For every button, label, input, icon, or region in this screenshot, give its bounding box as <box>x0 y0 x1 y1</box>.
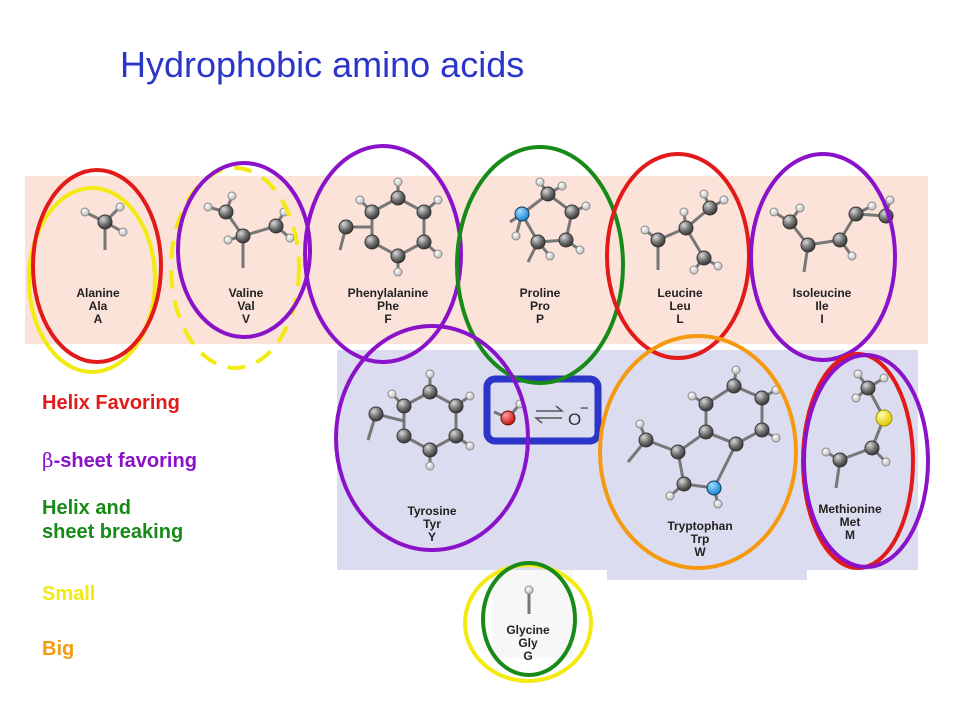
isoleucine-one: I <box>820 312 823 326</box>
proline-name: Proline <box>520 286 561 300</box>
tyrosine-three: Tyr <box>423 517 441 531</box>
equilibrium-arrows-icon <box>533 405 565 424</box>
tryptophan-panel-extension <box>607 565 807 580</box>
legend-breaking-line1: Helix and <box>42 497 131 519</box>
methionine-beta-ellipse <box>802 353 930 569</box>
alanine-three: Ala <box>89 299 108 313</box>
valine-beta-ellipse <box>176 161 312 339</box>
leucine-one: L <box>676 312 683 326</box>
glycine-three: Gly <box>518 636 538 650</box>
proline-breaking-ellipse <box>455 145 625 385</box>
methionine-label: Methionine Met M <box>818 502 882 542</box>
glycine-panel <box>493 570 573 658</box>
tyrosine-one: Y <box>428 530 436 544</box>
tyrosine-molecule <box>366 369 475 471</box>
alanine-label: Alanine Ala A <box>76 286 120 326</box>
legend-helix-sheet-breaking: Helix and sheet breaking <box>42 496 183 544</box>
valine-small-dashed-ellipse <box>169 166 301 370</box>
tryptophan-three: Trp <box>691 532 710 546</box>
alanine-small-ellipse <box>27 186 157 374</box>
glycine-one: G <box>523 649 532 663</box>
proline-one: P <box>536 312 544 326</box>
proline-label: Proline Pro P <box>520 286 561 326</box>
leucine-molecule <box>640 189 729 275</box>
phenylalanine-molecule <box>338 177 443 277</box>
leucine-three: Leu <box>669 299 690 313</box>
top-panel <box>25 176 928 344</box>
phenylalanine-beta-ellipse <box>303 144 463 364</box>
isoleucine-three: Ile <box>815 299 829 313</box>
legend-beta-text: -sheet favoring <box>53 450 197 472</box>
tyrosine-beta-ellipse <box>334 324 530 552</box>
tyrosine-label: Tyrosine Tyr Y <box>407 504 456 544</box>
beta-symbol: β <box>42 448 54 472</box>
legend-breaking-line2: sheet breaking <box>42 521 184 543</box>
hydroxyl-ionization-box: O − <box>483 375 602 445</box>
methionine-name: Methionine <box>818 502 882 516</box>
methionine-molecule <box>821 369 893 489</box>
leucine-name: Leucine <box>657 286 703 300</box>
alanine-molecule <box>80 202 128 250</box>
legend-beta-sheet-favoring: β-sheet favoring <box>42 448 197 473</box>
valine-label: Valine Val V <box>229 286 264 326</box>
tryptophan-label: Tryptophan Trp W <box>667 519 732 559</box>
isoleucine-label: Isoleucine Ile I <box>793 286 852 326</box>
tyrosine-name: Tyrosine <box>407 504 456 518</box>
isoleucine-name: Isoleucine <box>793 286 852 300</box>
alanine-helix-ellipse <box>31 168 163 364</box>
tryptophan-big-ellipse <box>598 334 798 570</box>
phenylalanine-label: Phenylalanine Phe F <box>348 286 429 326</box>
phenylalanine-three: Phe <box>377 299 399 313</box>
alanine-one: A <box>94 312 103 326</box>
tryptophan-one: W <box>694 545 706 559</box>
leucine-helix-ellipse <box>605 152 751 360</box>
page-title: Hydrophobic amino acids <box>120 44 525 85</box>
valine-molecule <box>203 191 295 268</box>
alanine-name: Alanine <box>76 286 120 300</box>
legend-helix-favoring: Helix Favoring <box>42 392 180 414</box>
bottom-panel <box>337 350 918 570</box>
valine-one: V <box>242 312 250 326</box>
valine-name: Valine <box>229 286 264 300</box>
minus-charge: − <box>580 400 589 417</box>
legend-small: Small <box>42 583 96 605</box>
glycine-name: Glycine <box>506 623 550 637</box>
tryptophan-molecule <box>626 365 781 509</box>
glycine-molecule <box>524 585 534 614</box>
phenylalanine-name: Phenylalanine <box>348 286 429 300</box>
proline-molecule <box>509 177 591 263</box>
phenylalanine-one: F <box>384 312 391 326</box>
isoleucine-beta-ellipse <box>749 152 897 362</box>
methionine-three: Met <box>840 515 861 529</box>
oxide-symbol: O <box>568 410 581 429</box>
leucine-label: Leucine Leu L <box>657 286 703 326</box>
proline-three: Pro <box>530 299 550 313</box>
glycine-label: Glycine Gly G <box>506 623 550 663</box>
isoleucine-molecule <box>769 195 895 273</box>
valine-three: Val <box>237 299 254 313</box>
glycine-breaking-ellipse <box>481 561 577 677</box>
methionine-one: M <box>845 528 855 542</box>
tryptophan-name: Tryptophan <box>667 519 732 533</box>
legend-big: Big <box>42 638 75 660</box>
